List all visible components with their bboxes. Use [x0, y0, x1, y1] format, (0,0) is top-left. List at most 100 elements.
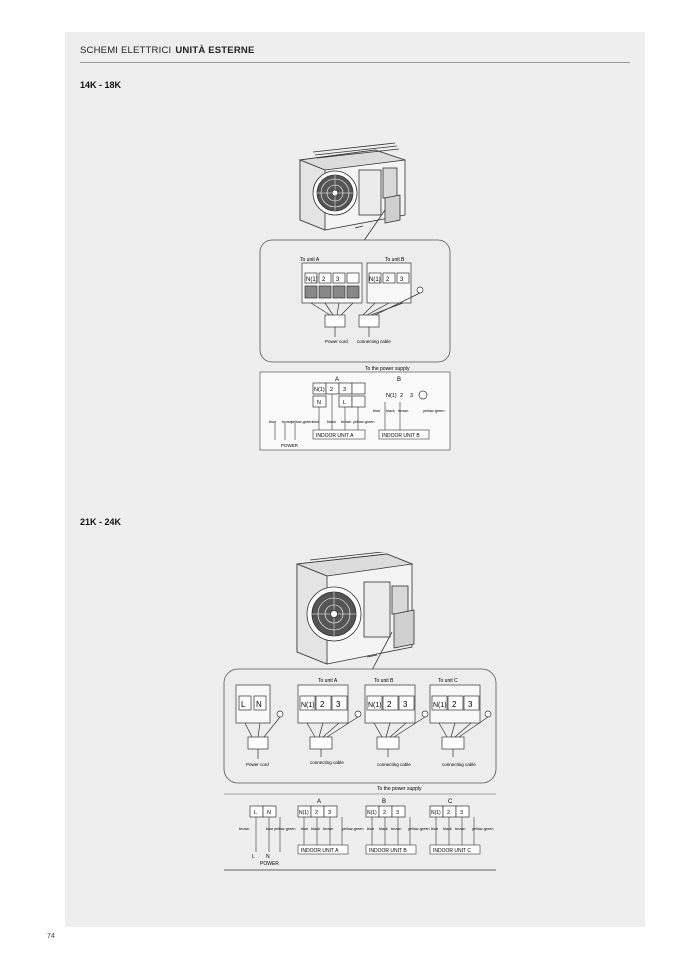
d2-power-cord: Power cord — [246, 762, 269, 767]
outdoor-unit-illustration-large — [296, 552, 415, 671]
d2-wire-blue-p: blue — [266, 827, 273, 831]
d2-b-term-3: 3 — [403, 700, 408, 709]
d1-a-term-3: 3 — [336, 277, 340, 283]
d2-wire-yg-c: yellow-green — [472, 827, 494, 831]
d1-wire-brown-a: brown — [341, 420, 351, 424]
d2-wire-black-a: black — [311, 827, 320, 831]
d2-terminal-detail-box — [223, 668, 497, 784]
d1-sch-a-3: 3 — [343, 387, 346, 393]
d2-sch-c-2: 2 — [447, 810, 450, 816]
header-subtitle: UNITÀ ESTERNE — [175, 45, 255, 56]
d1-indoor-a-box — [312, 429, 366, 440]
d2-to-unit-b: To unit B — [374, 678, 394, 684]
d2-sch-c-1: N(1) — [431, 810, 441, 816]
d2-a-term-2: 2 — [320, 700, 325, 709]
d2-a-term-3: 3 — [336, 700, 341, 709]
d2-wire-blue-c: blue — [431, 827, 438, 831]
d1-indoor-a: INDOOR UNIT A — [316, 433, 354, 439]
d2-wire-yg-a: yellow-green — [342, 827, 364, 831]
d1-sch-a-2: 2 — [330, 387, 333, 393]
d1-wire-blue: blue — [269, 420, 276, 424]
d2-wire-black-b: black — [379, 827, 388, 831]
d2-wire-brown-p: brown — [239, 827, 249, 831]
d1-b-term-3: 3 — [400, 277, 404, 283]
d2-sch-a-1: N(1) — [299, 810, 309, 816]
d2-wire-yg-b: yellow-green — [408, 827, 430, 831]
d1-power: POWER — [281, 443, 299, 448]
outdoor-unit-illustration — [298, 142, 406, 243]
d1-indoor-b: INDOOR UNIT B — [382, 433, 420, 439]
d2-wire-blue-a: blue — [301, 827, 308, 831]
d1-sch-a-1: N(1) — [314, 387, 325, 393]
d2-sch-l: L — [254, 810, 257, 816]
d1-schematic-terminals — [312, 382, 428, 408]
d2-wire-brown-a: brown — [323, 827, 333, 831]
d1-cables — [310, 292, 421, 337]
d2-to-unit-c: To unit C — [438, 678, 458, 684]
d1-indoor-b-box — [378, 429, 430, 440]
d2-c-term-1: N(1) — [433, 702, 447, 709]
d1-wire-black-a: black — [327, 420, 336, 424]
d1-to-unit-b: To unit B — [385, 257, 405, 263]
d2-indoor-c: INDOOR UNIT C — [433, 848, 471, 854]
d2-a-term-1: N(1) — [301, 702, 315, 709]
d1-sch-row2-l: L — [343, 400, 346, 406]
d2-power-supply: To the power supply — [377, 786, 422, 792]
d2-cables — [244, 716, 489, 759]
d2-power-terminal-block — [235, 684, 284, 724]
d2-label-b: B — [382, 799, 386, 805]
header-rule — [80, 62, 630, 63]
d2-b-term-1: N(1) — [368, 702, 382, 709]
d1-wire-yg-a: yellow-green — [353, 420, 375, 424]
d2-to-unit-a: To unit A — [318, 678, 338, 684]
diagram2-title: 21K - 24K — [80, 517, 122, 527]
d2-b-term-2: 2 — [387, 700, 392, 709]
d1-schematic-wires — [274, 394, 401, 440]
d1-label-b: B — [397, 377, 401, 383]
d2-indoor-b-box — [365, 844, 417, 855]
page-number: 74 — [47, 933, 55, 940]
d1-wire-blue-a: blue — [312, 420, 319, 424]
d2-terminal-blocks — [297, 684, 492, 724]
d2-label-c: C — [448, 799, 453, 805]
d2-wire-black-c: black — [443, 827, 452, 831]
d1-b-term-2: 2 — [386, 277, 390, 283]
d1-wire-brown: brown — [282, 420, 292, 424]
d2-wire-yg-p: yellow-green — [274, 827, 296, 831]
d2-indoor-a-box — [297, 844, 349, 855]
d2-power: POWER — [260, 861, 279, 867]
d2-connecting-cable-c: connecting cable — [442, 762, 476, 767]
d2-indoor-b: INDOOR UNIT B — [369, 848, 407, 854]
d2-power-l: L — [241, 700, 246, 709]
d2-wire-blue-b: blue — [367, 827, 374, 831]
d1-terminal-block-a — [301, 262, 363, 304]
d2-sch-n: N — [267, 810, 271, 816]
wiring-diagram-14k-18k: To unit A To unit B N(1) 2 3 N(1) 2 3 Po… — [259, 142, 451, 451]
d2-connecting-cable-a: connecting cable — [310, 760, 344, 765]
d2-sch-b-1: N(1) — [367, 810, 377, 816]
d2-sch-a-2: 2 — [315, 810, 318, 816]
d1-wire-yg: yellow-green — [291, 420, 313, 424]
d2-power-n: N — [256, 700, 262, 709]
d2-sch-b-3: 3 — [396, 810, 399, 816]
d2-indoor-c-box — [429, 844, 481, 855]
d2-schematic-terminals — [249, 805, 470, 818]
d2-schematic-wires — [255, 817, 475, 852]
d2-wire-brown-b: brown — [391, 827, 401, 831]
d2-c-term-3: 3 — [468, 700, 473, 709]
d1-to-unit-a: To unit A — [300, 257, 320, 263]
wiring-diagram-21k-24k: To unit A To unit B To unit C L N N(1) 2… — [223, 552, 497, 871]
d2-c-term-2: 2 — [452, 700, 457, 709]
diagram1-title: 14K - 18K — [80, 80, 122, 90]
d2-connecting-cable-b: connecting cable — [377, 762, 411, 767]
header-section: SCHEMI ELETTRICI — [80, 45, 172, 56]
d1-sch-b-2: 2 — [400, 393, 403, 399]
d1-power-supply: To the power supply — [365, 366, 410, 372]
d1-label-a: A — [335, 377, 339, 383]
d1-sch-row2-n: N — [317, 400, 321, 406]
d1-wire-yg-b: yellow-green — [423, 409, 445, 413]
d1-power-cord: Power cord — [325, 339, 348, 344]
d2-label-a: A — [317, 799, 321, 805]
d2-wire-brown-c: brown — [455, 827, 465, 831]
